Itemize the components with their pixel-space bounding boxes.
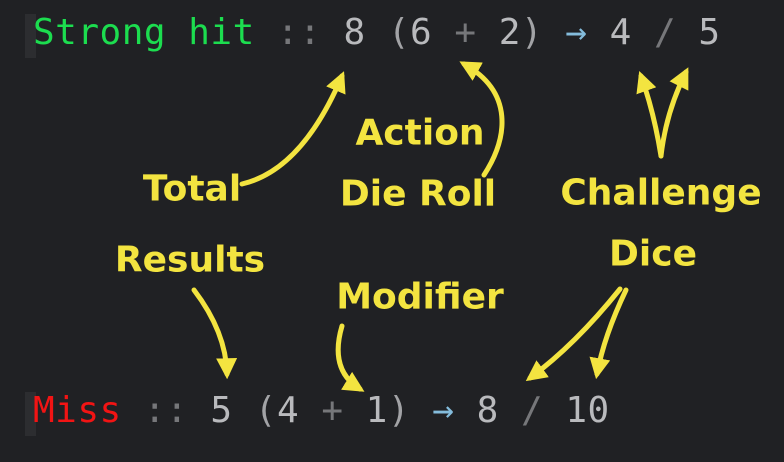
code-segment: 8 — [454, 390, 521, 431]
label-results: Results — [114, 239, 266, 281]
code-segment: :: — [121, 390, 211, 431]
terminal-cursor-block — [25, 14, 36, 58]
total-to-8-arrow — [239, 71, 346, 187]
challenge-to-4-arrow — [636, 71, 664, 159]
strong-hit-result-line: Strong hit :: 8 (6 + 2) → 4 / 5 — [33, 10, 721, 56]
code-segment: + — [432, 12, 499, 53]
dice-to-10-arrow — [589, 287, 629, 380]
code-segment: ) — [387, 390, 411, 431]
challenge-to-5-arrow — [658, 67, 689, 159]
label-dice: Dice — [609, 233, 697, 275]
label-challenge: Challenge — [560, 172, 762, 214]
code-segment: 6 — [410, 12, 433, 53]
code-segment: 5 — [676, 12, 721, 53]
code-segment: / — [654, 12, 677, 53]
code-segment: → — [565, 12, 588, 53]
code-segment: 1 — [365, 390, 388, 431]
code-segment: 5 — [210, 390, 255, 431]
miss-result-line: Miss :: 5 (4 + 1) → 8 / 10 — [33, 388, 610, 434]
label-modifier: Modifier — [336, 276, 504, 318]
code-segment: 4 — [276, 390, 300, 431]
code-segment: + — [299, 390, 366, 431]
label-die-roll: Die Roll — [339, 173, 497, 215]
code-segment: Miss — [33, 390, 122, 431]
results-to-5-arrow — [191, 287, 238, 380]
dice-to-8-arrow — [525, 286, 623, 382]
label-total: Total — [142, 168, 242, 210]
code-segment — [410, 390, 432, 431]
code-segment: 4 — [587, 12, 654, 53]
code-segment — [543, 12, 565, 53]
code-segment: :: — [254, 12, 344, 53]
code-segment: ( — [387, 12, 410, 53]
code-segment: 2 — [498, 12, 521, 53]
code-segment: / — [520, 390, 544, 431]
code-segment: Strong hit — [33, 12, 255, 53]
code-segment: → — [432, 390, 455, 431]
code-segment: ) — [520, 12, 544, 53]
code-segment: ( — [254, 390, 277, 431]
code-segment: 8 — [343, 12, 388, 53]
terminal-cursor-block — [25, 392, 36, 436]
modifier-to-1-arrow — [335, 323, 365, 392]
code-segment: 10 — [543, 390, 610, 431]
label-action: Action — [355, 112, 485, 154]
